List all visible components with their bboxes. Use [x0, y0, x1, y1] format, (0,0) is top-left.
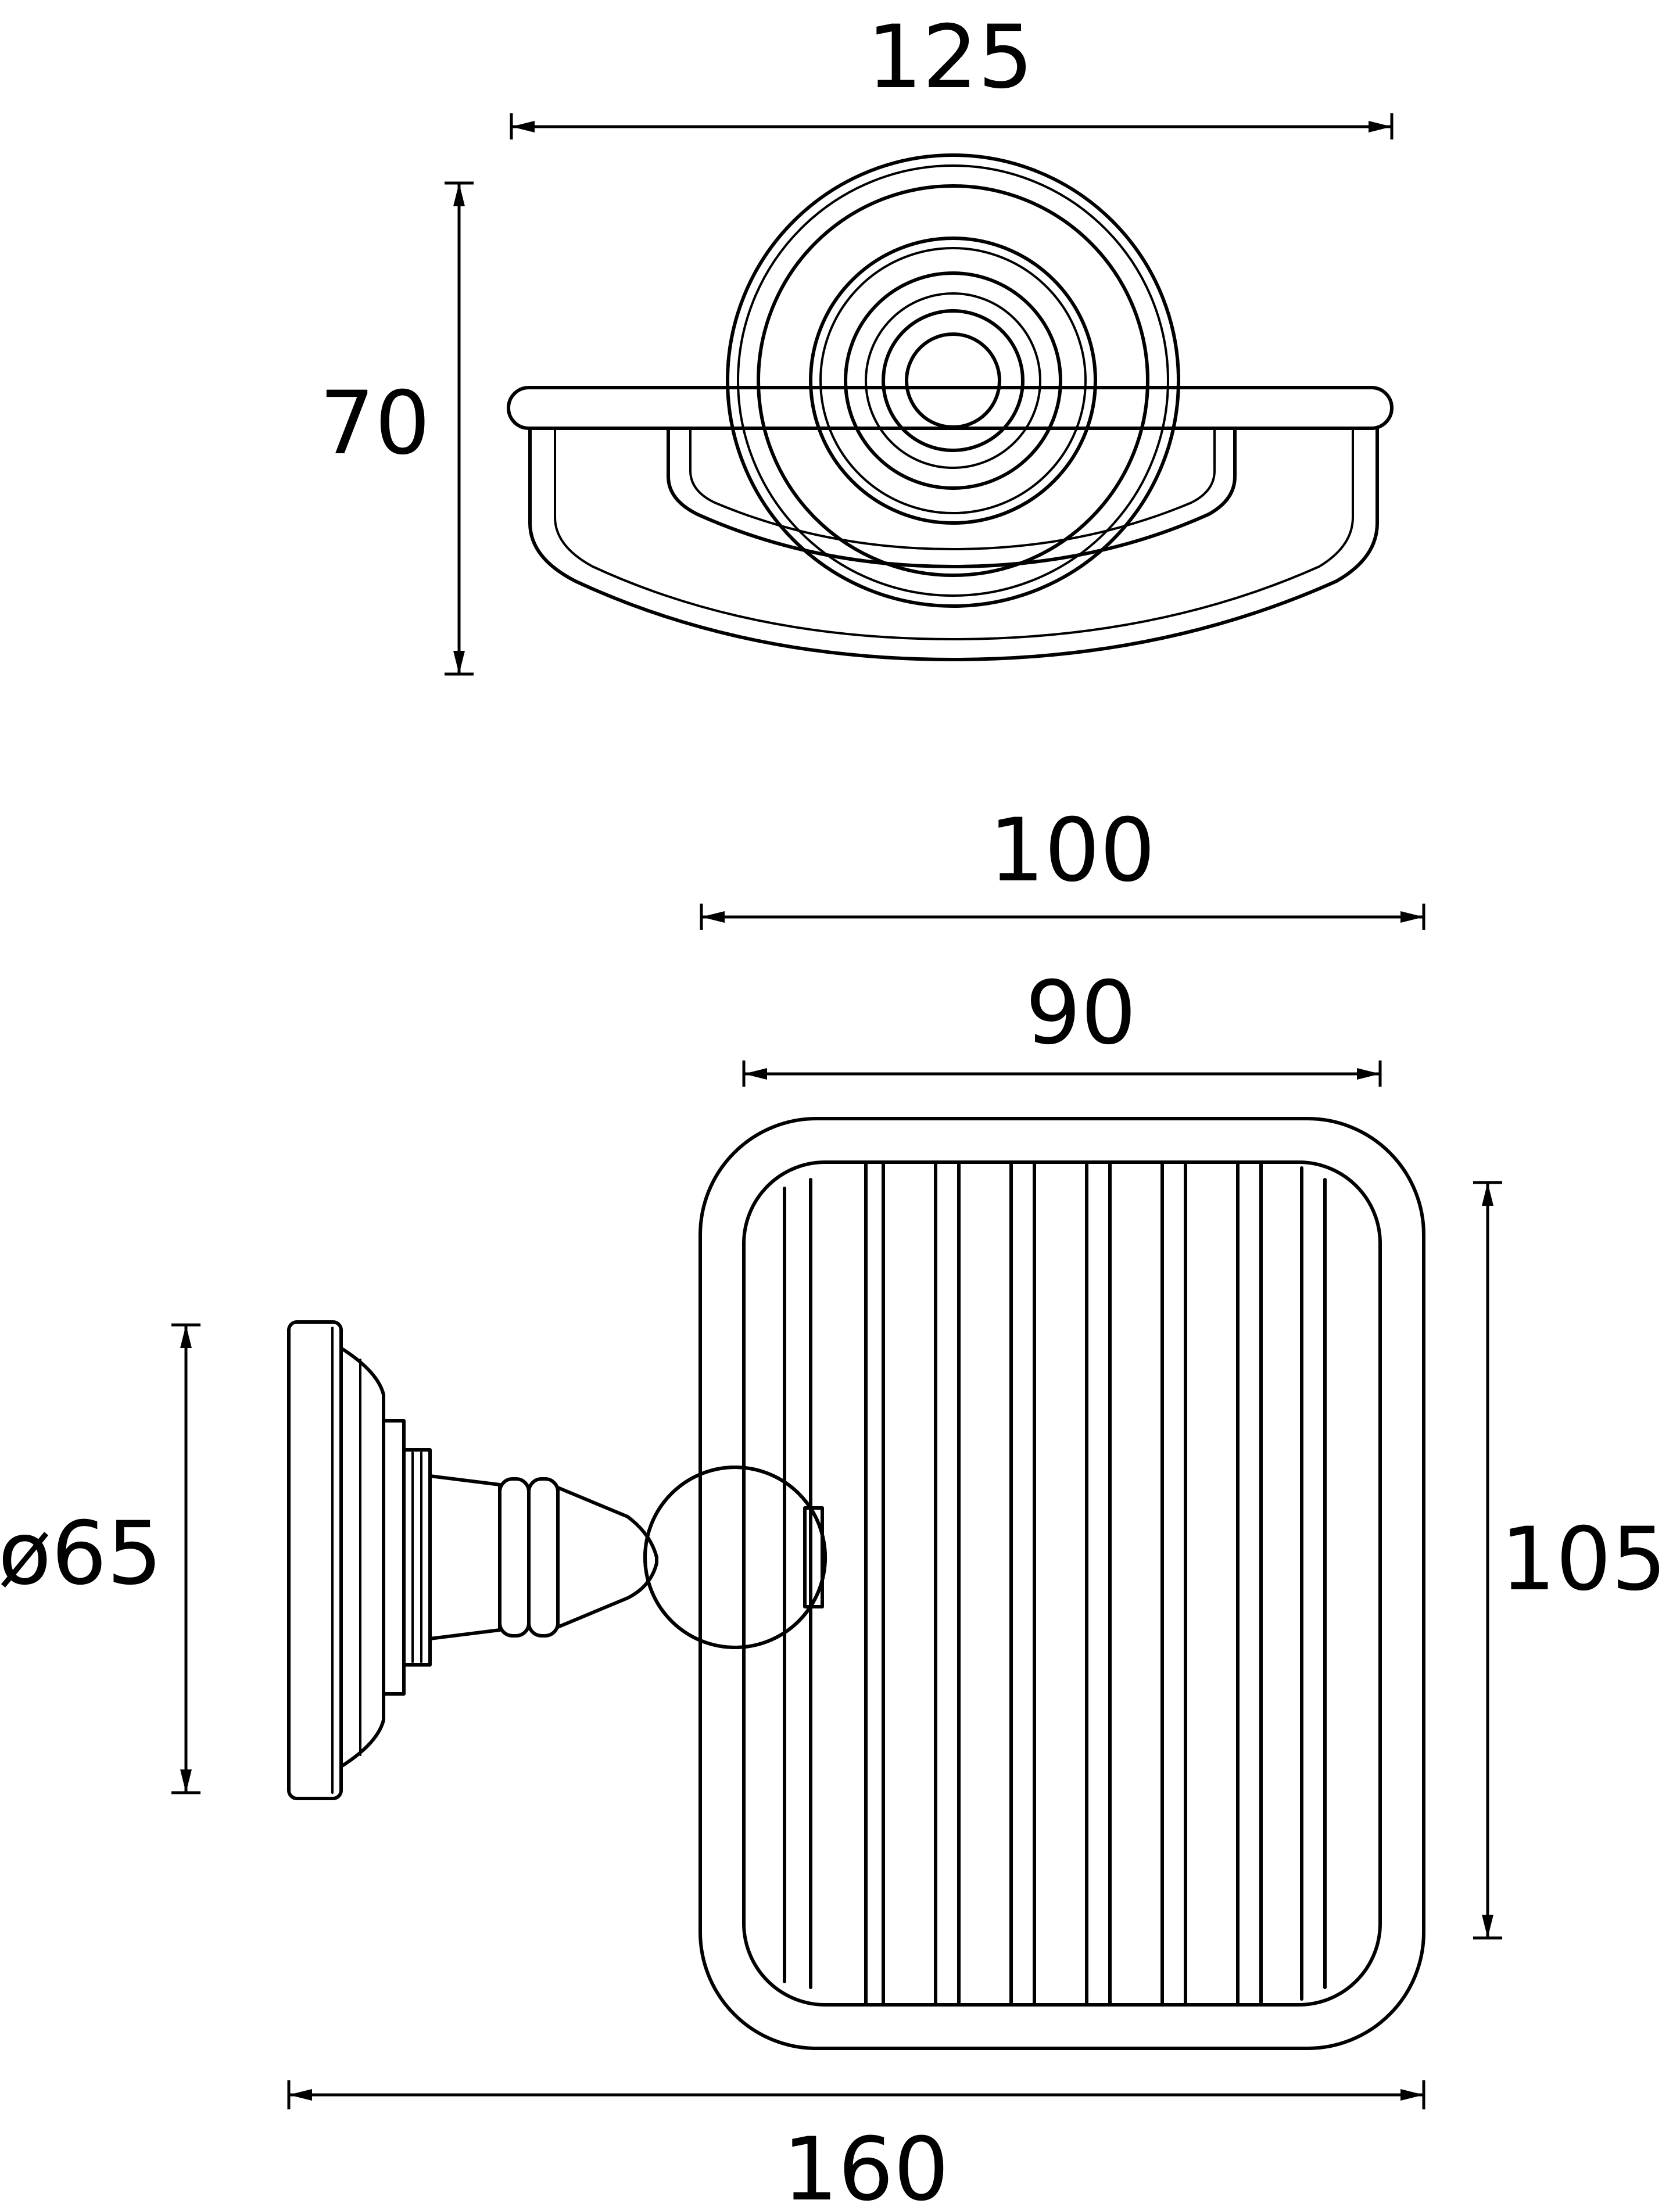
top-view: [507, 153, 1394, 661]
ball-clamp: [803, 1506, 824, 1608]
dimension-overall-length: 160: [287, 2080, 1425, 2207]
dimension-top-width: 125: [510, 7, 1394, 139]
basket-wires: [783, 1160, 1327, 2007]
basket-outer-frame: [698, 1117, 1425, 2050]
front-rail: [507, 386, 1394, 430]
dimension-label-top-height: 70: [320, 373, 431, 474]
dimension-basket-depth: 90: [742, 963, 1382, 1087]
rosette-circles: [726, 153, 1180, 608]
dimension-backplate-diameter: ø65: [0, 1323, 200, 1794]
dimension-label-overall-length: 160: [783, 2119, 949, 2207]
dimension-label-backplate-diameter: ø65: [0, 1503, 162, 1604]
basket-outer-curve: [528, 427, 1379, 661]
dimension-label-basket-height: 105: [1500, 1509, 1667, 1610]
dimension-basket-height: 105: [1473, 1181, 1667, 1940]
arm: [428, 1474, 658, 1640]
basket-inner-curve: [667, 427, 1237, 568]
basket-inner-curve-2: [689, 427, 1216, 550]
dimension-top-height: 70: [320, 181, 474, 676]
dimension-label-top-width: 125: [867, 7, 1033, 108]
side-view: [287, 1117, 1425, 2050]
wall-plate: [287, 1320, 432, 1800]
basket-outer-curve-inner: [554, 427, 1354, 640]
dimension-overall-depth: 100: [700, 800, 1425, 930]
basket-inner-frame: [742, 1160, 1382, 2007]
dimension-label-overall-depth: 100: [989, 800, 1155, 901]
dimension-label-basket-depth: 90: [1026, 963, 1137, 1064]
